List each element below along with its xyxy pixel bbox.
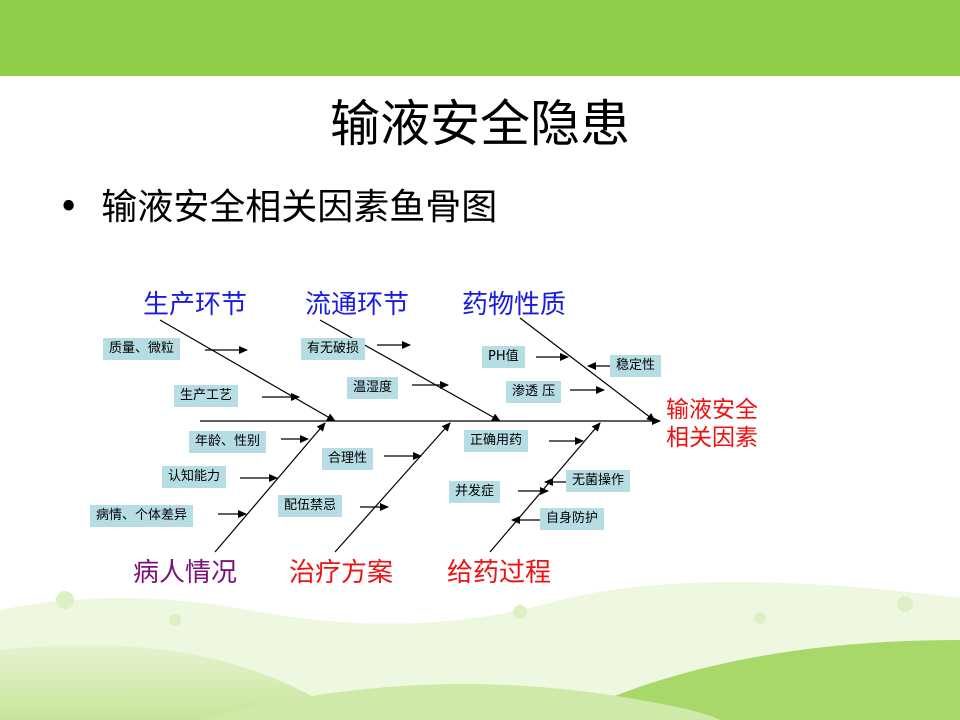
factor-damage: 有无破损	[301, 338, 366, 360]
bullet-dot: •	[58, 187, 80, 228]
factor-self-protection: 自身防护	[540, 508, 605, 530]
factor-osmotic: 渗透 压	[506, 381, 562, 403]
fishbone-effect: 输液安全 相关因素	[666, 396, 758, 452]
header-band	[0, 0, 960, 76]
effect-line-1: 输液安全	[666, 397, 758, 423]
category-circulation: 流通环节	[305, 290, 410, 320]
factor-correct-drug: 正确用药	[464, 430, 529, 452]
factor-process: 生产工艺	[174, 385, 239, 407]
category-patient: 病人情况	[133, 558, 238, 588]
effect-line-2: 相关因素	[666, 425, 758, 451]
factor-cognition: 认知能力	[162, 466, 227, 488]
factor-aseptic: 无菌操作	[566, 470, 631, 492]
rib-treatment	[334, 422, 451, 553]
grass-hill-left	[0, 645, 340, 720]
rib-circulation	[319, 319, 501, 422]
grass-hill-mid	[200, 684, 720, 720]
factor-humidity: 温湿度	[347, 377, 399, 399]
factor-stability: 稳定性	[610, 355, 662, 377]
category-administration: 给药过程	[447, 558, 552, 588]
factor-rationality: 合理性	[322, 448, 374, 470]
bullet-text: 输液安全相关因素鱼骨图	[101, 187, 498, 228]
factor-condition: 病情、个体差异	[90, 505, 194, 527]
bullet-item: • 输液安全相关因素鱼骨图	[58, 178, 497, 230]
category-production: 生产环节	[143, 290, 248, 320]
factor-quality: 质量、微粒	[103, 338, 181, 360]
factor-incompatibility: 配伍禁忌	[278, 495, 343, 517]
slide-title: 输液安全隐患	[330, 95, 630, 153]
rib-production	[159, 319, 336, 422]
factor-age-gender: 年龄、性别	[189, 431, 267, 453]
factor-ph: PH值	[482, 346, 525, 368]
category-drug-nature: 药物性质	[462, 290, 567, 320]
grass-hill-right	[560, 640, 960, 720]
category-treatment: 治疗方案	[289, 558, 394, 588]
factor-complication: 并发症	[449, 481, 501, 503]
rib-patient	[214, 422, 326, 553]
